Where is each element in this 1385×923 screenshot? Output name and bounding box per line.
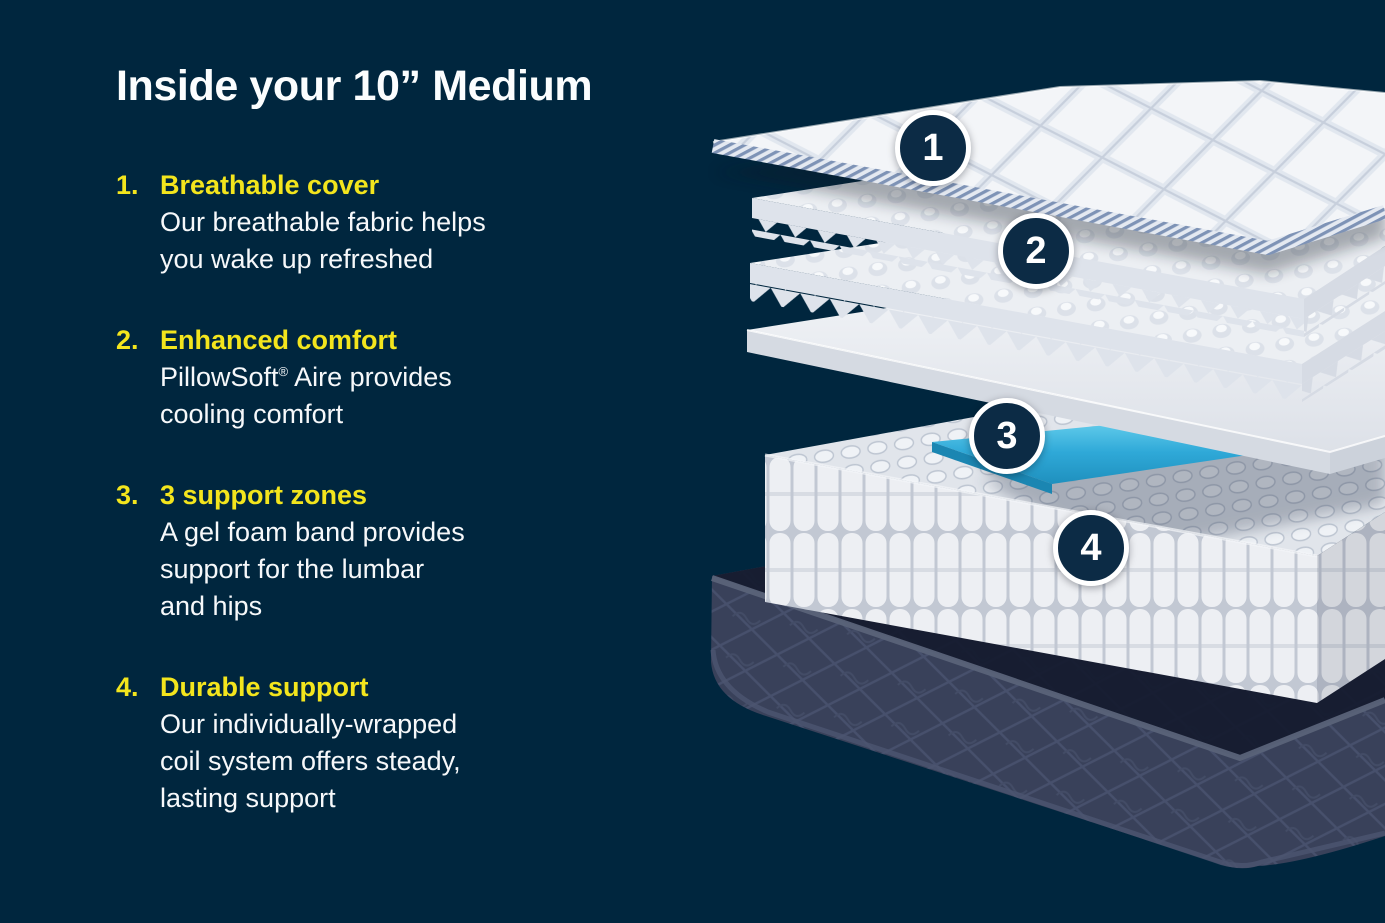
feature-line-rest: Aire provides — [288, 362, 452, 392]
callout-badge-1: 1 — [895, 110, 971, 186]
coil-right-face — [1317, 512, 1385, 703]
feature-number: 2. — [116, 325, 139, 355]
feature-heading: 3 support zones — [160, 480, 368, 510]
feature-heading: Enhanced comfort — [160, 325, 398, 355]
egg-crate-right-teeth — [1302, 331, 1385, 402]
feature-line: Our individually-wrapped — [160, 709, 458, 739]
feature-description: A gel foam band provides support for the… — [160, 514, 465, 625]
coil-front-face — [765, 455, 1317, 703]
feature-line: A gel foam band provides — [160, 517, 465, 547]
feature-line: lasting support — [160, 783, 336, 813]
sheet-edge-highlight — [746, 329, 1385, 454]
egg-crate-front-band — [750, 263, 1302, 384]
feature-number: 3. — [116, 480, 139, 510]
feature-text: 3 support zones A gel foam band provides… — [160, 477, 465, 625]
feature-heading: Breathable cover — [160, 170, 380, 200]
callout-badge-2: 2 — [998, 213, 1074, 289]
callout-number: 1 — [922, 126, 944, 169]
feature-text: Enhanced comfort PillowSoft® Aire provid… — [160, 322, 452, 433]
breathable-cover-layer — [711, 79, 1385, 255]
base-bottom-piping — [710, 649, 1385, 868]
callout-number: 4 — [1080, 526, 1102, 569]
cover-quilted-top — [713, 81, 1385, 244]
egg-crate-right-band — [1304, 246, 1385, 319]
feature-item-support-zones: 3. 3 support zones A gel foam band provi… — [116, 477, 696, 625]
feature-line: you wake up refreshed — [160, 244, 434, 274]
feature-heading: Durable support — [160, 672, 369, 702]
feature-line: and hips — [160, 591, 263, 621]
feature-description: Our breathable fabric helps you wake up … — [160, 204, 486, 278]
feature-text: Durable support Our individually-wrapped… — [160, 669, 461, 817]
egg-crate-right-band — [1302, 311, 1385, 384]
egg-crate-front-teeth — [750, 283, 1302, 402]
sheet-right-face — [1330, 436, 1385, 474]
cover-striped-border — [711, 139, 1385, 255]
callout-badge-3: 3 — [969, 398, 1045, 474]
feature-item-breathable-cover: 1. Breathable cover Our breathable fabri… — [116, 167, 696, 278]
coil-right-face-shade — [1317, 512, 1385, 703]
coil-front-ridge — [764, 453, 1318, 558]
cover-back-rim — [712, 79, 1385, 143]
feature-number: 4. — [116, 672, 139, 702]
base-top-piping — [711, 575, 1385, 761]
callout-badge-4: 4 — [1053, 510, 1129, 586]
feature-line: cooling comfort — [160, 399, 344, 429]
callout-number: 2 — [1025, 229, 1047, 272]
feature-text: Breathable cover Our breathable fabric h… — [160, 167, 486, 278]
feature-description: PillowSoft® Aire provides cooling comfor… — [160, 359, 452, 433]
registered-trademark: ® — [278, 364, 289, 379]
feature-list-panel: Inside your 10” Medium 1. Breathable cov… — [116, 62, 696, 861]
feature-description: Our individually-wrapped coil system off… — [160, 706, 461, 817]
feature-line: support for the lumbar — [160, 554, 425, 584]
sheet-front-face — [747, 330, 1330, 474]
page-title: Inside your 10” Medium — [116, 62, 593, 110]
brand-name: PillowSoft — [160, 362, 279, 392]
egg-crate-right-teeth — [1304, 266, 1385, 337]
feature-item-durable-support: 4. Durable support Our individually-wrap… — [116, 669, 696, 817]
feature-line: PillowSoft® Aire provides — [160, 359, 452, 396]
feature-item-enhanced-comfort: 2. Enhanced comfort PillowSoft® Aire pro… — [116, 322, 696, 433]
feature-line: coil system offers steady, — [160, 746, 461, 776]
feature-number: 1. — [116, 170, 139, 200]
feature-line: Our breathable fabric helps — [160, 207, 486, 237]
callout-number: 3 — [996, 414, 1018, 457]
